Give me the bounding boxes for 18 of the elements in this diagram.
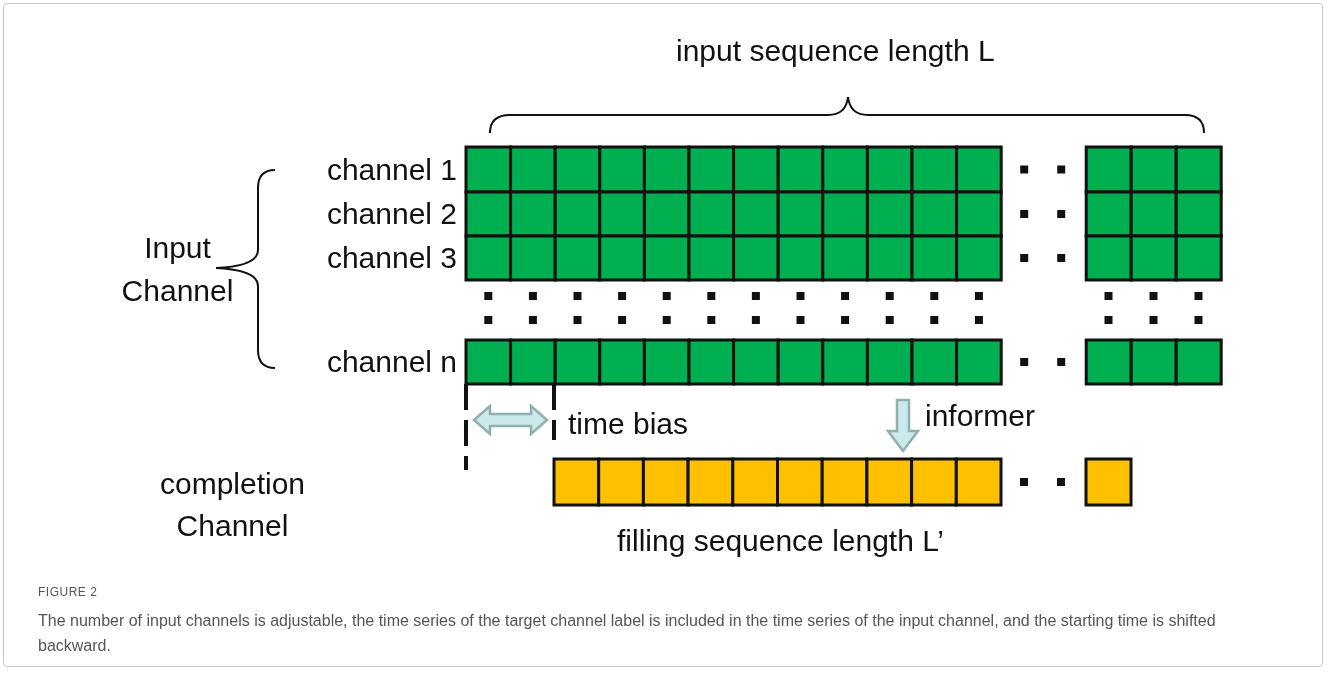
axis-label: completion Channel	[158, 466, 307, 544]
cell-row-drawing	[464, 190, 1224, 238]
cell-row-drawing	[464, 145, 1224, 194]
axis-label: Input Channel	[120, 230, 235, 309]
figure-caption: The number of input channels is adjustable, the time series of the target channel label is included in the time series of the input channel, and the starting time is shifted backward.	[38, 611, 1217, 656]
figure-number: FIGURE 2	[38, 585, 98, 601]
channel-label: channel 3	[326, 240, 457, 276]
edge-label: informer	[925, 398, 1036, 434]
dimension-label: input sequence length L	[676, 33, 995, 69]
channel-label: channel 1	[326, 151, 457, 188]
cell-row-drawing	[552, 457, 1133, 507]
cell-row-drawing	[464, 338, 1224, 386]
axis-label: time bias	[568, 406, 689, 442]
channel-label: channel n	[326, 344, 457, 380]
channel-label: channel 2	[326, 196, 457, 232]
cell-row-drawing	[464, 234, 1224, 282]
block-arrow	[885, 398, 921, 454]
dimension-label: filling sequence length L’	[617, 523, 944, 559]
